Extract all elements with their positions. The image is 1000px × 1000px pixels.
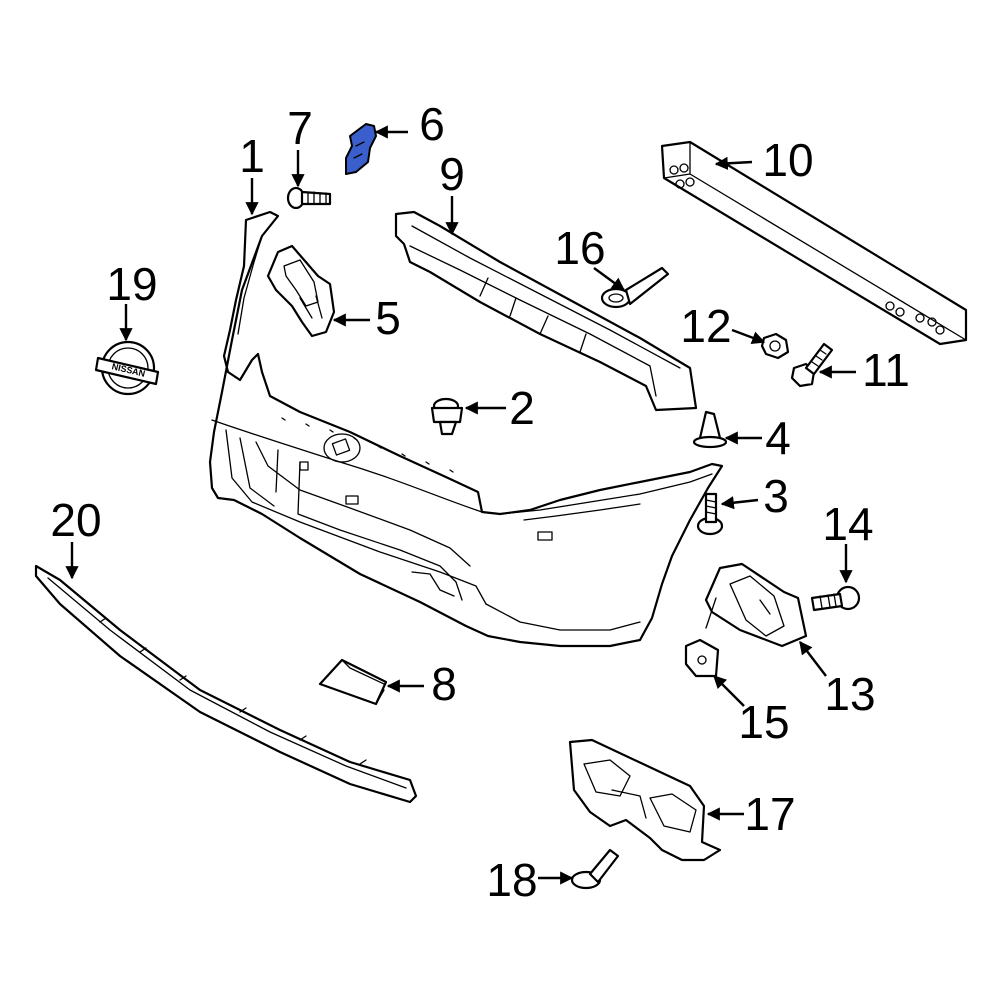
part-19-emblem[interactable]: NISSAN	[94, 340, 160, 396]
part-18-bolt[interactable]	[570, 848, 620, 890]
callout-13: 13	[824, 668, 875, 720]
part-7-bolt[interactable]	[286, 186, 332, 210]
leader-lines	[65, 125, 856, 885]
callout-2: 2	[509, 382, 535, 434]
callout-17: 17	[744, 788, 795, 840]
callout-12: 12	[680, 300, 731, 352]
leader-10	[714, 156, 753, 170]
callout-19: 19	[106, 258, 157, 310]
part-11-bolt[interactable]	[790, 342, 834, 388]
part-2-clip[interactable]	[430, 397, 464, 436]
part-4-clip[interactable]	[692, 410, 728, 449]
part-15-clip-nut[interactable]	[684, 638, 720, 678]
callout-1: 1	[239, 130, 265, 182]
callout-11: 11	[862, 344, 910, 396]
part-6-highlight-fill	[345, 123, 377, 175]
part-8-bracket[interactable]	[318, 658, 388, 706]
leader-3	[720, 496, 759, 510]
callout-6: 6	[419, 98, 445, 150]
leader-12	[731, 328, 766, 345]
callout-9: 9	[439, 148, 465, 200]
part-10-reinforcement[interactable]	[660, 140, 968, 346]
part-16-tow-hook[interactable]	[600, 266, 670, 309]
callout-8: 8	[431, 658, 457, 710]
part-20-lower-spoiler[interactable]	[34, 564, 418, 804]
callout-7: 7	[287, 102, 313, 154]
leader-15	[713, 675, 745, 707]
callout-15: 15	[738, 696, 789, 748]
leader-16	[593, 267, 626, 291]
callout-20: 20	[50, 494, 101, 546]
callout-labels: 1 2 3 4 5 6 7 8 9 10 11 12 13 14 15 16 1…	[50, 98, 909, 906]
callout-14: 14	[822, 498, 873, 550]
part-9-energy-absorber[interactable]	[394, 210, 698, 412]
part-3-screw[interactable]	[696, 492, 724, 536]
part-6-highlighted-bracket[interactable]	[345, 123, 377, 175]
callout-10: 10	[762, 134, 813, 186]
part-1-bumper-cover[interactable]	[208, 210, 724, 648]
leader-13	[799, 640, 827, 677]
part-12-nut[interactable]	[760, 332, 790, 360]
part-13-bracket[interactable]	[704, 562, 808, 648]
part-5-bracket[interactable]	[266, 244, 336, 338]
callout-18: 18	[486, 854, 537, 906]
callout-5: 5	[375, 292, 401, 344]
callout-4: 4	[765, 412, 791, 464]
callout-16: 16	[554, 222, 605, 274]
part-17-undercover[interactable]	[568, 738, 722, 862]
callout-3: 3	[763, 470, 789, 522]
part-14-bolt[interactable]	[810, 585, 861, 612]
